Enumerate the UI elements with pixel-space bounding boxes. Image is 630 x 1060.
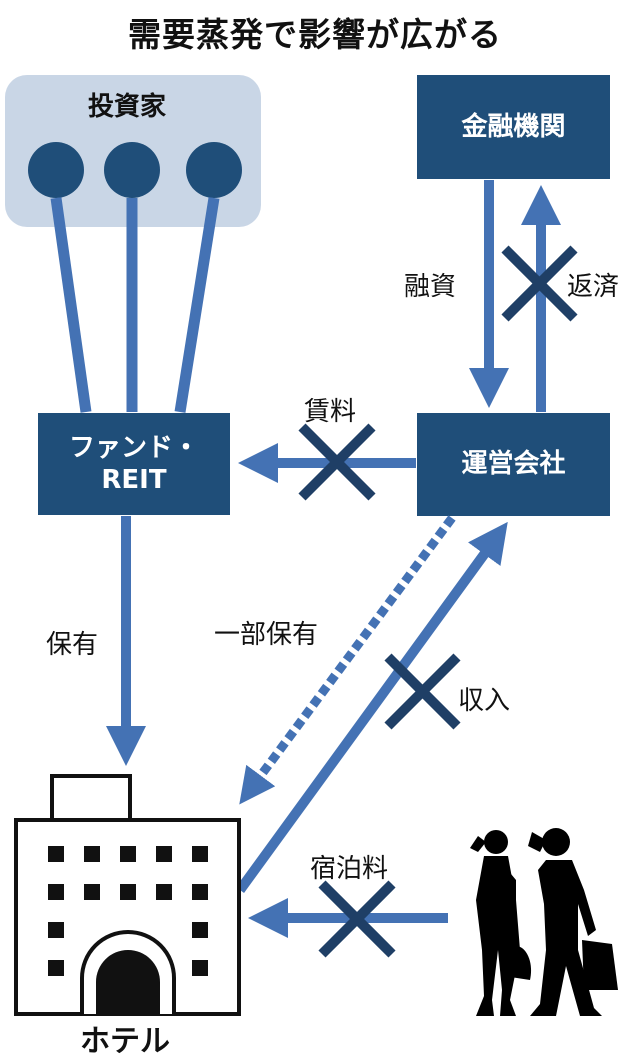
- hotel-building-icon: [14, 774, 241, 1016]
- fund-label: ファンド・ REIT: [38, 413, 230, 515]
- bank-label: 金融機関: [461, 111, 566, 142]
- lodging-fee-label: 宿泊料: [310, 854, 389, 884]
- income-arrow: [235, 521, 508, 893]
- diagram-title: 需要蒸発で影響が広がる: [128, 15, 502, 54]
- cross-icon: [318, 880, 396, 958]
- operator-box: [417, 413, 610, 516]
- investor-dot: [186, 142, 242, 198]
- bank-box: [417, 75, 610, 179]
- partial-own-arrow: [239, 515, 456, 805]
- operator-label: 運営会社: [461, 449, 566, 480]
- hotel-label: ホテル: [80, 1024, 170, 1059]
- fund-label-line2: REIT: [101, 465, 167, 495]
- income-label: 収入: [458, 686, 511, 716]
- traveler-silhouette-icon: [470, 828, 618, 1016]
- cross-icon: [384, 653, 461, 730]
- investor-dot: [28, 142, 84, 198]
- repay-label: 返済: [567, 272, 620, 302]
- investor-line: [50, 197, 92, 413]
- investors-label: 投資家: [88, 92, 167, 122]
- investor-dot: [104, 142, 160, 198]
- fund-box: [38, 413, 230, 515]
- own-label: 保有: [46, 630, 99, 660]
- partial-own-label: 一部保有: [214, 620, 319, 650]
- fund-label-line1: ファンド・: [68, 432, 199, 463]
- rent-label: 賃料: [304, 397, 357, 427]
- cross-icon: [501, 245, 578, 322]
- loan-label: 融資: [404, 272, 457, 302]
- cross-icon: [298, 423, 376, 501]
- investor-line: [174, 197, 220, 413]
